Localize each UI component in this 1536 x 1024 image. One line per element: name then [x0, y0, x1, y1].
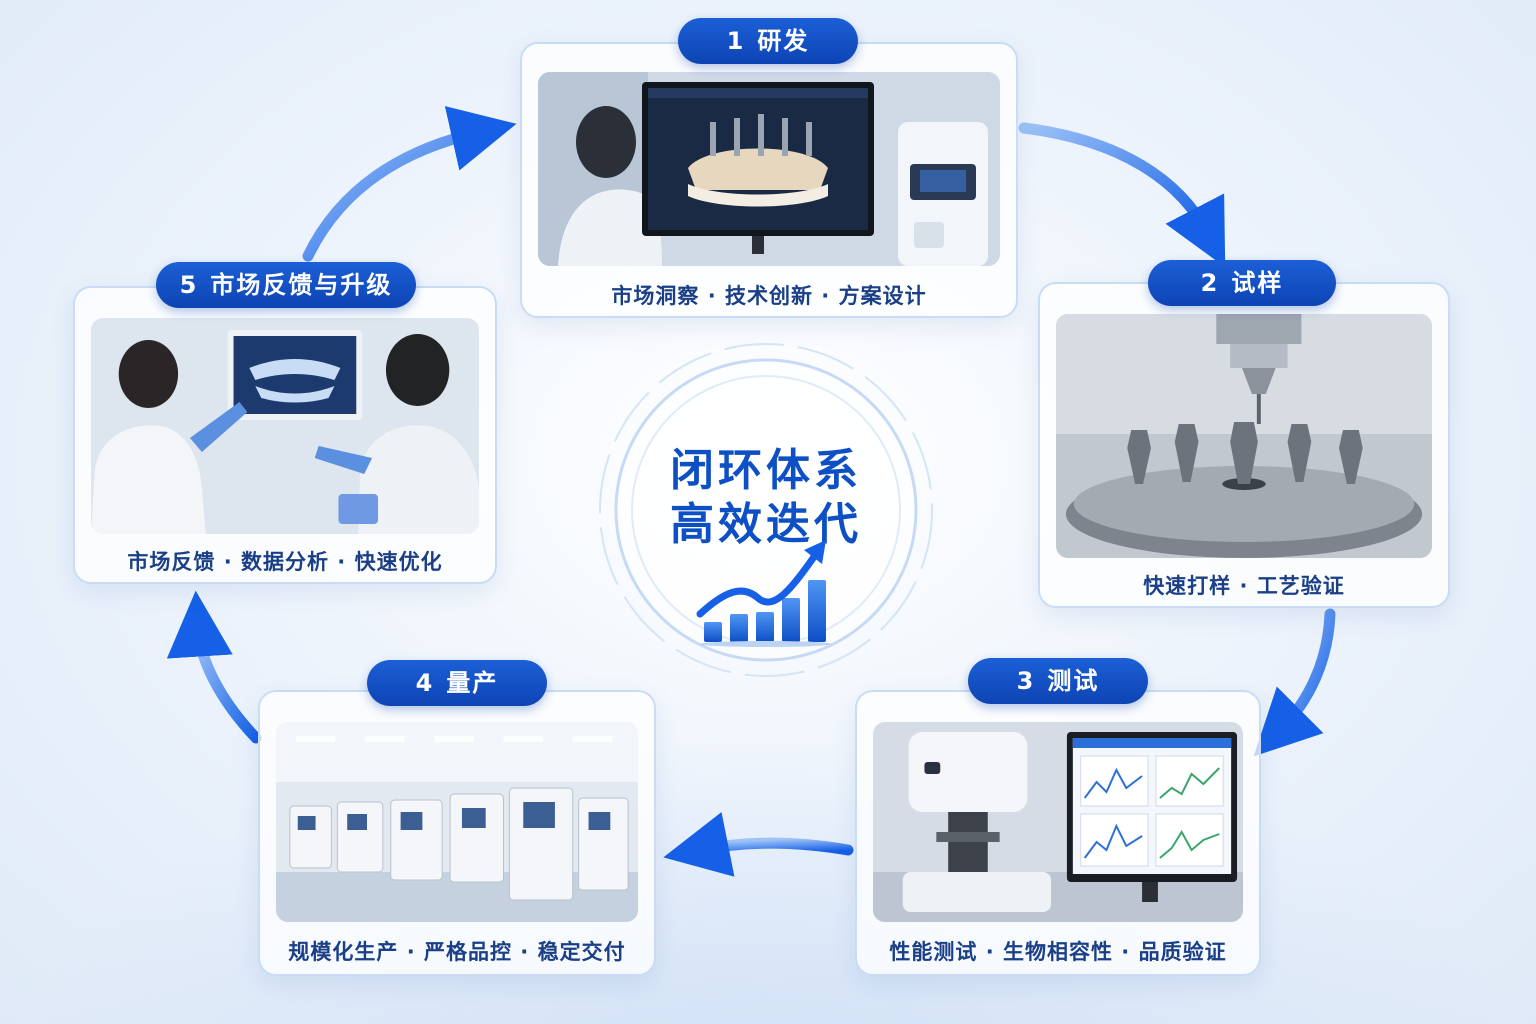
stage-label-rd: 1 研发	[678, 18, 858, 64]
stage-label-mass-production: 4 量产	[367, 660, 547, 706]
arrow-4-to-5	[166, 590, 262, 744]
stage-title: 测试	[1047, 667, 1100, 695]
xray-review-photo	[91, 318, 479, 534]
stage-card-sampling: 快速打样 · 工艺验证	[1038, 282, 1450, 608]
stage-card-market-feedback: 市场反馈 · 数据分析 · 快速优化	[73, 286, 497, 584]
stage-card-rd: 市场洞察 · 技术创新 · 方案设计	[520, 42, 1018, 318]
stage-card-testing: 性能测试 · 生物相容性 · 品质验证	[855, 690, 1261, 976]
growth-chart-icon	[696, 540, 832, 647]
arrow-3-to-4	[663, 812, 854, 877]
arrow-1-to-2	[1018, 122, 1226, 268]
stage-number: 1	[726, 27, 746, 55]
stage-title: 市场反馈与升级	[210, 271, 393, 299]
stage-label-sampling: 2 试样	[1148, 260, 1336, 306]
stage-caption: 市场反馈 · 数据分析 · 快速优化	[127, 550, 443, 574]
stage-number: 5	[179, 271, 199, 299]
arrow-5-to-1	[302, 106, 517, 262]
stage-number: 4	[415, 669, 435, 697]
stage-card-mass-production: 规模化生产 · 严格品控 · 稳定交付	[258, 690, 656, 976]
stage-label-market-feedback: 5 市场反馈与升级	[156, 262, 416, 308]
stage-number: 2	[1200, 269, 1220, 297]
machining-implants-photo	[1056, 314, 1432, 558]
center-title-line2: 高效迭代	[670, 499, 862, 550]
stage-title: 研发	[757, 27, 810, 55]
factory-floor-photo	[276, 722, 638, 922]
center-title-line1: 闭环体系	[670, 445, 862, 496]
stage-label-testing: 3 测试	[968, 658, 1148, 704]
stage-title: 试样	[1231, 269, 1284, 297]
center-hub: 闭环体系 高效迭代	[596, 340, 936, 680]
dental-design-monitor-photo	[538, 72, 1000, 266]
stage-caption: 性能测试 · 生物相容性 · 品质验证	[889, 940, 1227, 964]
center-rings	[599, 343, 933, 677]
background-wave	[0, 724, 1536, 1024]
testing-machine-monitor-photo	[873, 722, 1243, 922]
stage-caption: 市场洞察 · 技术创新 · 方案设计	[611, 284, 927, 308]
stage-caption: 规模化生产 · 严格品控 · 稳定交付	[288, 940, 626, 964]
arrow-2-to-3	[1253, 608, 1336, 757]
stage-title: 量产	[446, 669, 499, 697]
stage-caption: 快速打样 · 工艺验证	[1143, 574, 1345, 598]
stage-number: 3	[1016, 667, 1036, 695]
